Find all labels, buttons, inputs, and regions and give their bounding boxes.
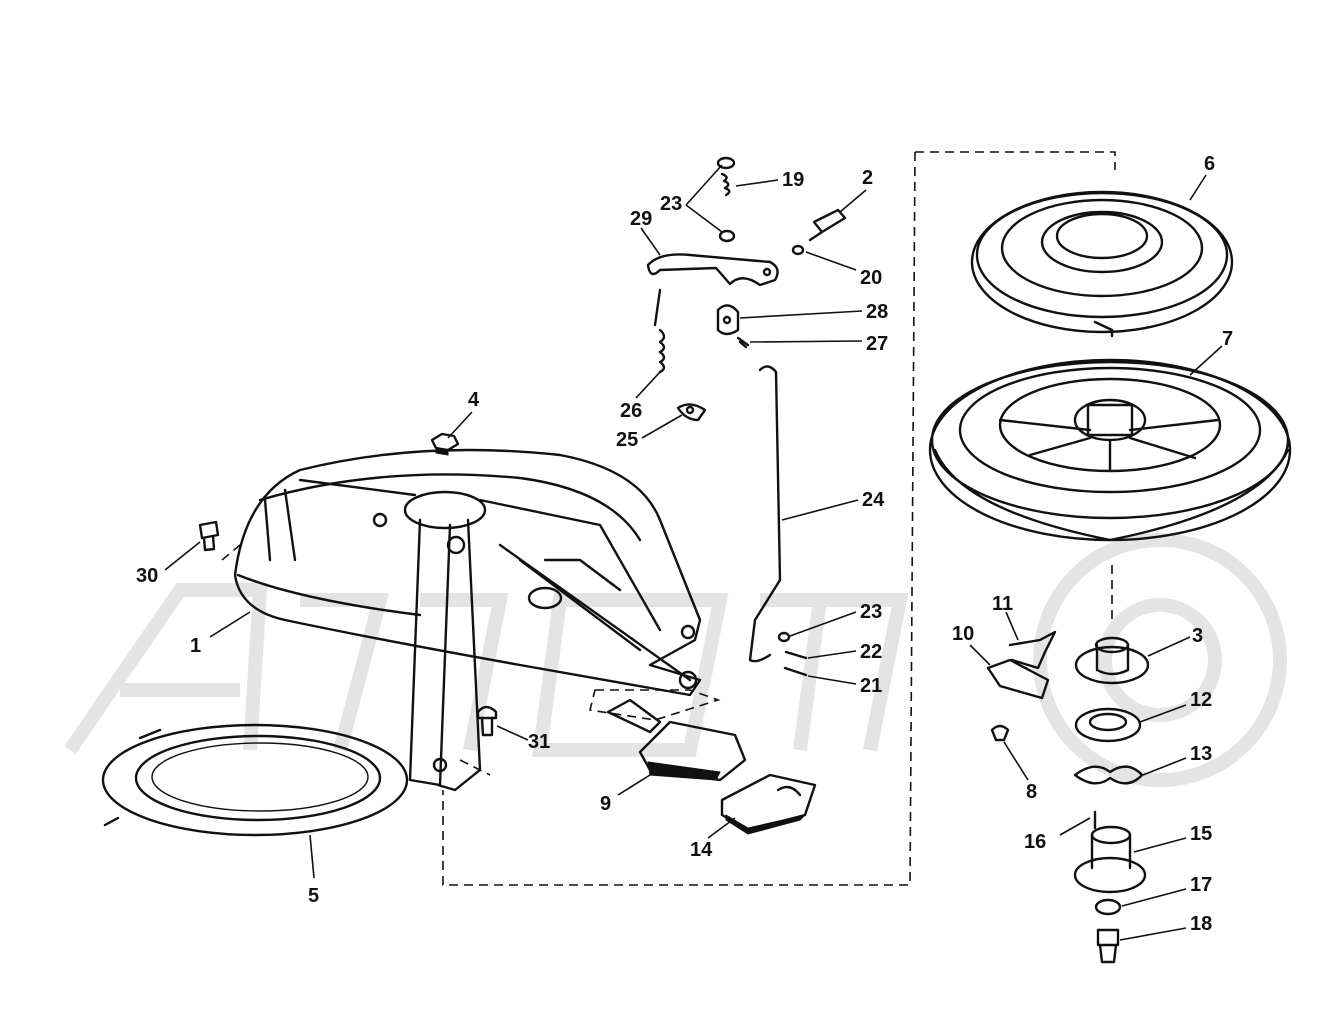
callout-9: 9 xyxy=(600,793,611,815)
callout-28: 28 xyxy=(866,301,888,323)
callout-18: 18 xyxy=(1190,913,1212,935)
callout-21: 21 xyxy=(860,675,882,697)
washer-12 xyxy=(1074,707,1142,743)
callout-labels: 1 2 3 4 5 6 7 8 9 10 11 12 13 14 15 16 1… xyxy=(136,153,1233,935)
hub-3 xyxy=(1074,636,1150,685)
callout-25: 25 xyxy=(616,429,638,451)
callout-23-upper: 23 xyxy=(660,193,682,215)
callout-leaders xyxy=(164,164,1223,941)
retainer-15 xyxy=(1073,825,1147,894)
handle-insert-14 xyxy=(720,773,817,835)
rewind-spring-5 xyxy=(101,723,409,837)
callout-30: 30 xyxy=(136,565,158,587)
callout-17: 17 xyxy=(1190,874,1212,896)
callout-23-lower: 23 xyxy=(860,601,882,623)
lockout-linkage-parts xyxy=(646,156,847,422)
callout-15: 15 xyxy=(1190,823,1212,845)
callout-19: 19 xyxy=(782,169,804,191)
callout-12: 12 xyxy=(1190,689,1212,711)
callout-24: 24 xyxy=(862,489,885,511)
rope-pulley-7 xyxy=(928,358,1292,542)
callout-4: 4 xyxy=(468,389,480,411)
spring-housing-6 xyxy=(970,190,1234,338)
screw-30 xyxy=(198,520,220,552)
link-rod-24 xyxy=(748,365,782,663)
callout-10: 10 xyxy=(952,623,974,645)
callout-16: 16 xyxy=(1024,831,1046,853)
watermark-logo xyxy=(64,533,1287,787)
callout-31: 31 xyxy=(528,731,550,753)
callout-6: 6 xyxy=(1204,153,1215,175)
callout-26: 26 xyxy=(620,400,642,422)
callout-8: 8 xyxy=(1026,781,1037,803)
callout-11: 11 xyxy=(992,593,1013,615)
callout-3: 3 xyxy=(1192,625,1203,647)
wave-washer-13 xyxy=(1073,765,1144,785)
callout-22: 22 xyxy=(860,641,882,663)
callout-20: 20 xyxy=(860,267,882,289)
starter-handle-9 xyxy=(606,698,747,782)
callout-13: 13 xyxy=(1190,743,1212,765)
callout-29: 29 xyxy=(630,208,652,230)
callout-5: 5 xyxy=(308,885,319,907)
pin-washer-screw-16-18 xyxy=(1093,810,1122,964)
nut-4 xyxy=(430,432,460,456)
starter-housing xyxy=(233,448,702,792)
callout-27: 27 xyxy=(866,333,888,355)
callout-7: 7 xyxy=(1222,328,1233,350)
callout-2-bolt: 2 xyxy=(862,167,873,189)
callout-14: 14 xyxy=(690,839,713,861)
assembly-guides xyxy=(221,151,1116,886)
pawl-10-11 xyxy=(986,630,1057,700)
screw-31 xyxy=(476,705,498,737)
pins-21-22-23 xyxy=(777,631,808,677)
screw-8 xyxy=(990,724,1010,742)
callout-1: 1 xyxy=(190,635,201,657)
